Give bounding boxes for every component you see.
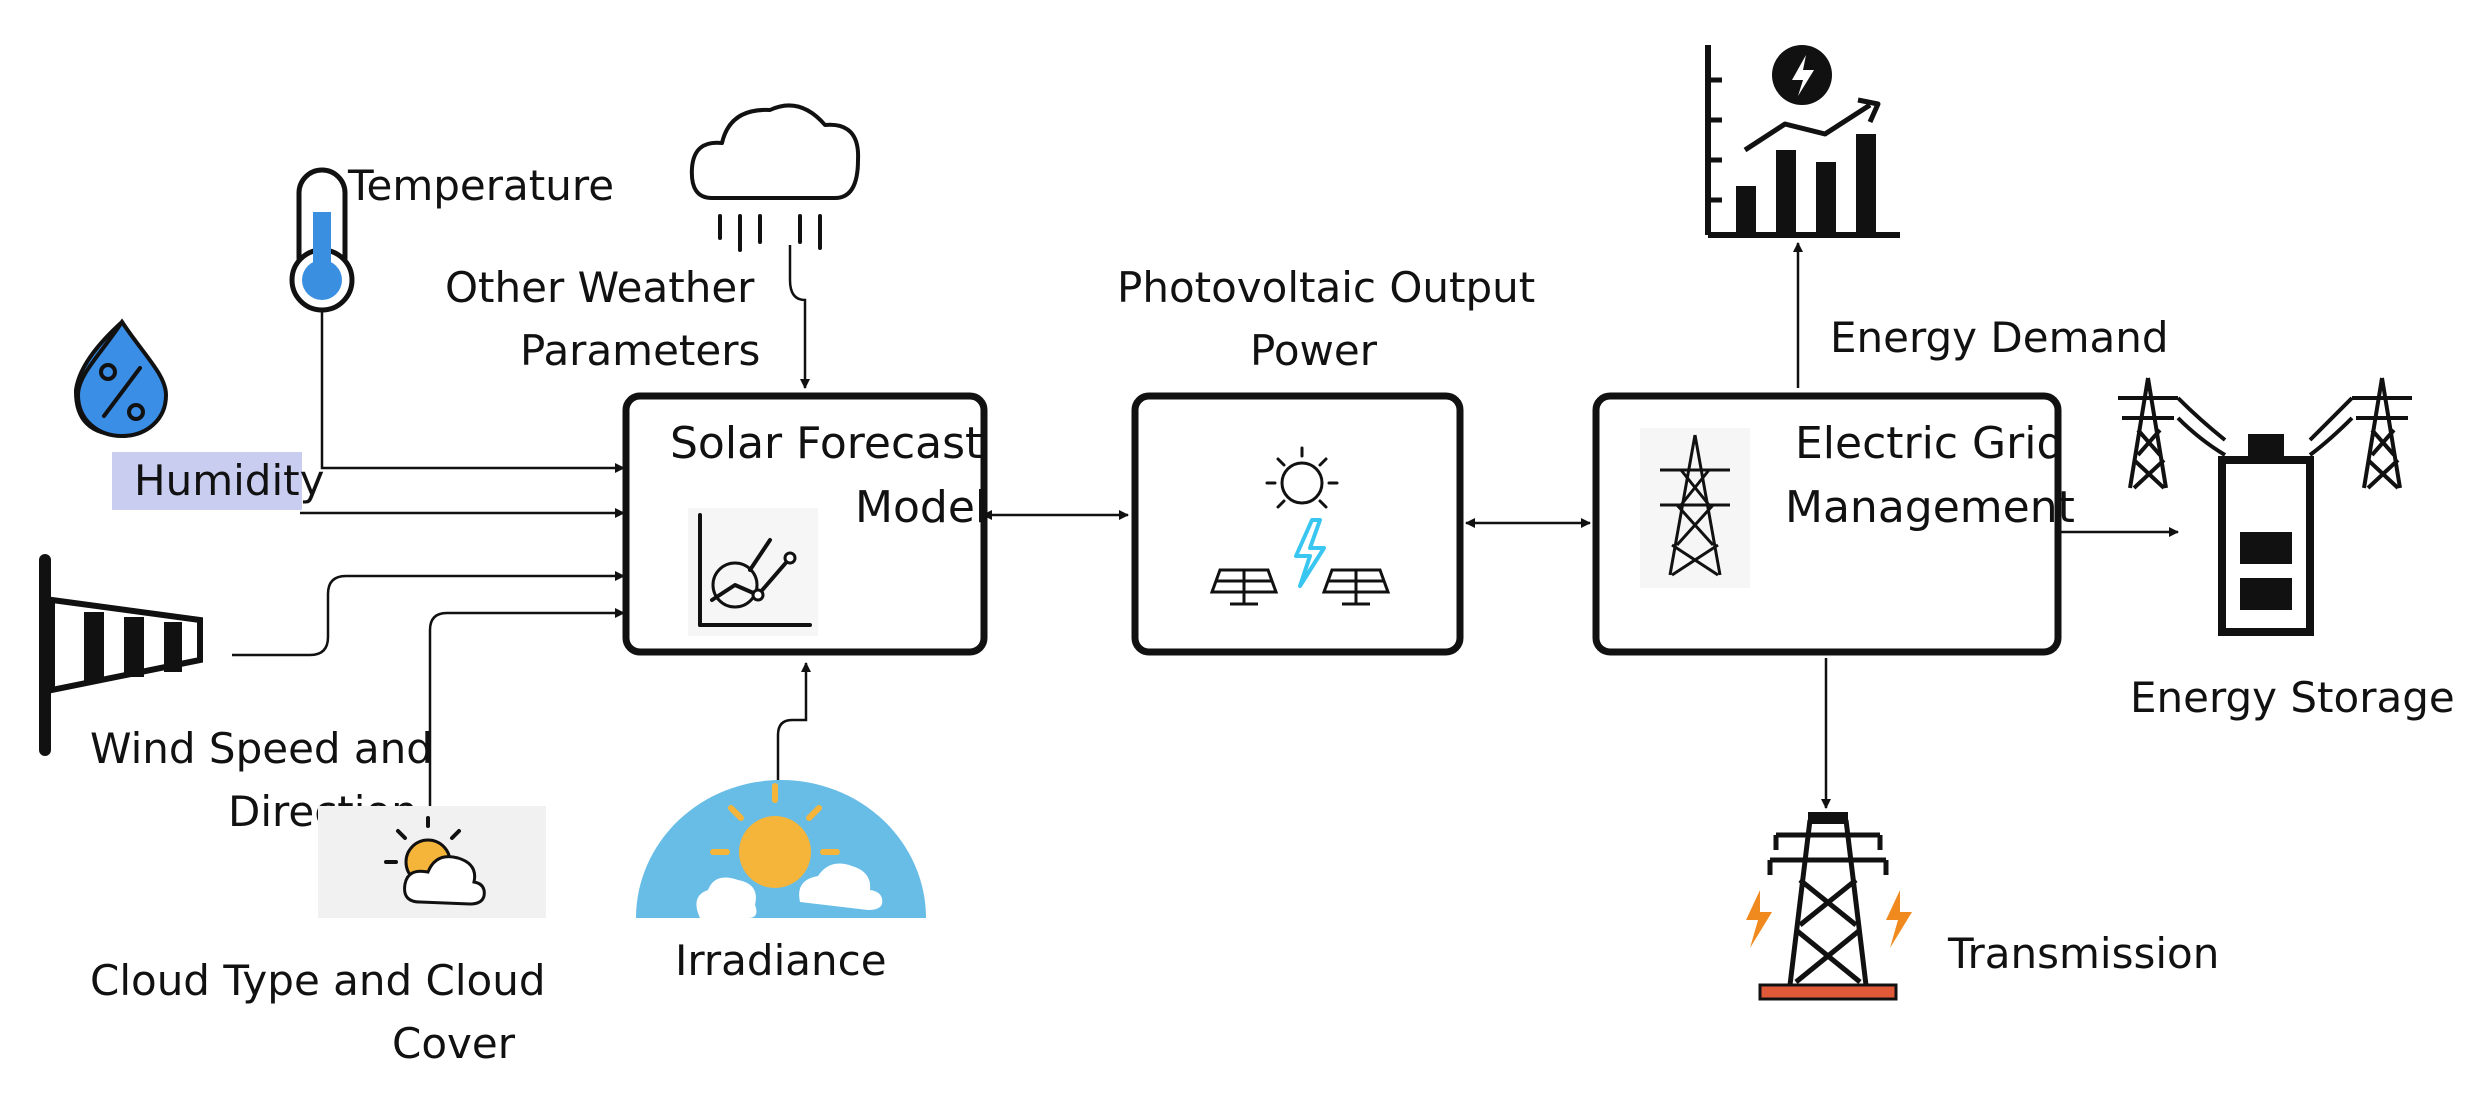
pv-output-block: Photovoltaic Output Power: [1117, 263, 1535, 656]
cloud-input: Cloud Type and Cloud Cover: [90, 806, 546, 1068]
wind-label-line1: Wind Speed and: [90, 724, 433, 773]
wind-input: Wind Speed and Direction: [39, 554, 433, 836]
energy-storage-label: Energy Storage: [2130, 673, 2455, 722]
solar-forecast-model-block: Solar Forecast Model: [622, 392, 988, 656]
windsock-icon: [39, 554, 203, 756]
grid-label-line1: Electric Grid: [1795, 418, 2064, 469]
solar-panels-icon: [1209, 446, 1391, 606]
wind-connector: [232, 571, 625, 657]
connectors: [232, 242, 2179, 810]
model-label-line1: Solar Forecast: [670, 418, 982, 469]
energy-demand-label: Energy Demand: [1830, 313, 2169, 362]
irradiance-label: Irradiance: [675, 936, 887, 985]
temperature-connector: [320, 305, 625, 473]
pv-title-line2: Power: [1250, 326, 1378, 375]
other-weather-label-line2: Parameters: [520, 326, 760, 375]
sun-sky-icon: [636, 780, 926, 918]
temperature-label: Temperature: [347, 161, 614, 210]
irradiance-input: Irradiance: [636, 780, 926, 985]
humidity-label: Humidity: [134, 456, 324, 505]
rain-cloud-icon: [689, 103, 861, 252]
transmission-label: Transmission: [1947, 929, 2219, 978]
humidity-input: Humidity: [73, 318, 324, 510]
transmission-tower-icon: [1746, 812, 1912, 1001]
pylon-icon: [1640, 428, 1750, 588]
demand-bar-chart-icon: [1705, 45, 1900, 238]
sun-cloud-icon: [384, 816, 486, 906]
pv-title-line1: Photovoltaic Output: [1117, 263, 1535, 312]
thermometer-icon: [289, 167, 355, 313]
model-label-line2: Model: [855, 482, 987, 533]
other-weather-label-line1: Other Weather: [445, 263, 755, 312]
cloud-label-line1: Cloud Type and Cloud: [90, 956, 545, 1005]
weather-connector: [788, 245, 810, 389]
irradiance-connector: [776, 662, 811, 785]
humidity-highlight: [112, 452, 302, 510]
humidity-drop-icon: [73, 318, 169, 439]
grid-management-block: Electric Grid Management: [1592, 392, 2075, 656]
transmission-output: Transmission: [1746, 812, 2219, 1001]
battery-pylons-icon: [2118, 377, 2412, 636]
other-weather-input: Other Weather Parameters: [445, 103, 861, 375]
forecast-chart-icon: [688, 508, 818, 636]
grid-label-line2: Management: [1785, 482, 2075, 533]
energy-demand-output: Energy Demand: [1705, 45, 2169, 362]
temperature-input: Temperature: [289, 161, 614, 313]
cloud-connector: [428, 608, 625, 810]
energy-storage-output: Energy Storage: [2118, 377, 2455, 722]
cloud-label-line2: Cover: [392, 1019, 516, 1068]
